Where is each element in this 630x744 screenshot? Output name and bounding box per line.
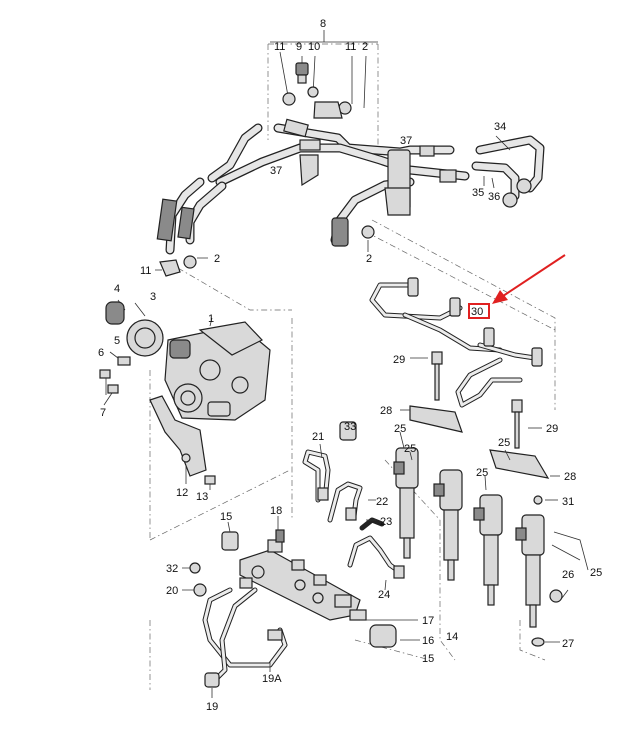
label-20: 20 <box>166 585 178 597</box>
label-31: 31 <box>562 496 574 508</box>
label-29b: 29 <box>546 423 558 435</box>
label-3: 3 <box>150 291 156 303</box>
label-4: 4 <box>114 283 120 295</box>
label-29a: 29 <box>393 354 405 366</box>
label-26: 26 <box>562 569 574 581</box>
label-25c: 25 <box>476 467 488 479</box>
label-25a: 25 <box>394 423 406 435</box>
label-11b: 11 <box>345 41 356 53</box>
label-37a: 37 <box>400 135 412 147</box>
part-8-label-group <box>270 30 378 109</box>
fuel-hose-assembly <box>156 118 470 255</box>
hose-clips <box>155 225 375 277</box>
label-16: 16 <box>422 635 434 647</box>
label-2b: 2 <box>214 253 220 265</box>
label-5: 5 <box>114 335 120 347</box>
label-18: 18 <box>270 505 282 517</box>
label-35: 35 <box>472 187 484 199</box>
highlight-arrow-head <box>492 290 508 304</box>
highlight-part-30 <box>468 254 566 319</box>
label-30: 30 <box>471 306 483 318</box>
label-25d: 25 <box>498 437 510 449</box>
label-2a: 2 <box>362 41 368 53</box>
highlight-arrow-shaft <box>499 254 566 299</box>
label-25e: 25 <box>590 567 602 579</box>
label-9: 9 <box>296 41 302 53</box>
label-12: 12 <box>176 487 188 499</box>
label-19: 19 <box>206 701 218 713</box>
label-8: 8 <box>320 18 326 30</box>
injector-feed-lines-30 <box>369 277 543 408</box>
label-7: 7 <box>100 407 106 419</box>
injectors-25 <box>393 431 589 647</box>
label-36: 36 <box>488 191 500 203</box>
label-14: 14 <box>446 631 458 643</box>
label-21: 21 <box>312 431 324 443</box>
label-17: 17 <box>422 615 434 627</box>
label-25b: 25 <box>404 443 416 455</box>
highlight-box <box>468 303 490 319</box>
label-33: 33 <box>344 421 356 433</box>
return-line-19 <box>182 562 288 698</box>
label-2c: 2 <box>366 253 372 265</box>
label-1: 1 <box>208 313 214 325</box>
label-27: 27 <box>562 638 574 650</box>
label-19A: 19A <box>262 673 282 685</box>
fuel-pipes <box>302 421 405 591</box>
return-hose-34 <box>471 135 545 208</box>
pump-bracket-12 <box>99 351 216 490</box>
fuel-rail <box>221 516 420 648</box>
label-28b: 28 <box>564 471 576 483</box>
label-11a: 11 <box>274 41 285 53</box>
label-10: 10 <box>308 41 320 53</box>
part-labels: 8 11 9 10 11 2 37 34 37 35 36 11 2 2 4 3… <box>98 18 602 713</box>
label-32: 32 <box>166 563 178 575</box>
label-37b: 37 <box>270 165 282 177</box>
high-pressure-pump <box>105 299 271 421</box>
clamps-and-bolts <box>400 351 560 505</box>
label-23: 23 <box>380 516 392 528</box>
label-15: 15 <box>220 511 232 523</box>
label-22: 22 <box>376 496 388 508</box>
label-34: 34 <box>494 121 506 133</box>
pressure-sensor-top <box>282 62 352 119</box>
label-13: 13 <box>196 491 208 503</box>
label-15b: 15 <box>422 653 434 665</box>
label-28a: 28 <box>380 405 392 417</box>
label-11c: 11 <box>140 265 151 277</box>
label-6: 6 <box>98 347 104 359</box>
label-24: 24 <box>378 589 390 601</box>
